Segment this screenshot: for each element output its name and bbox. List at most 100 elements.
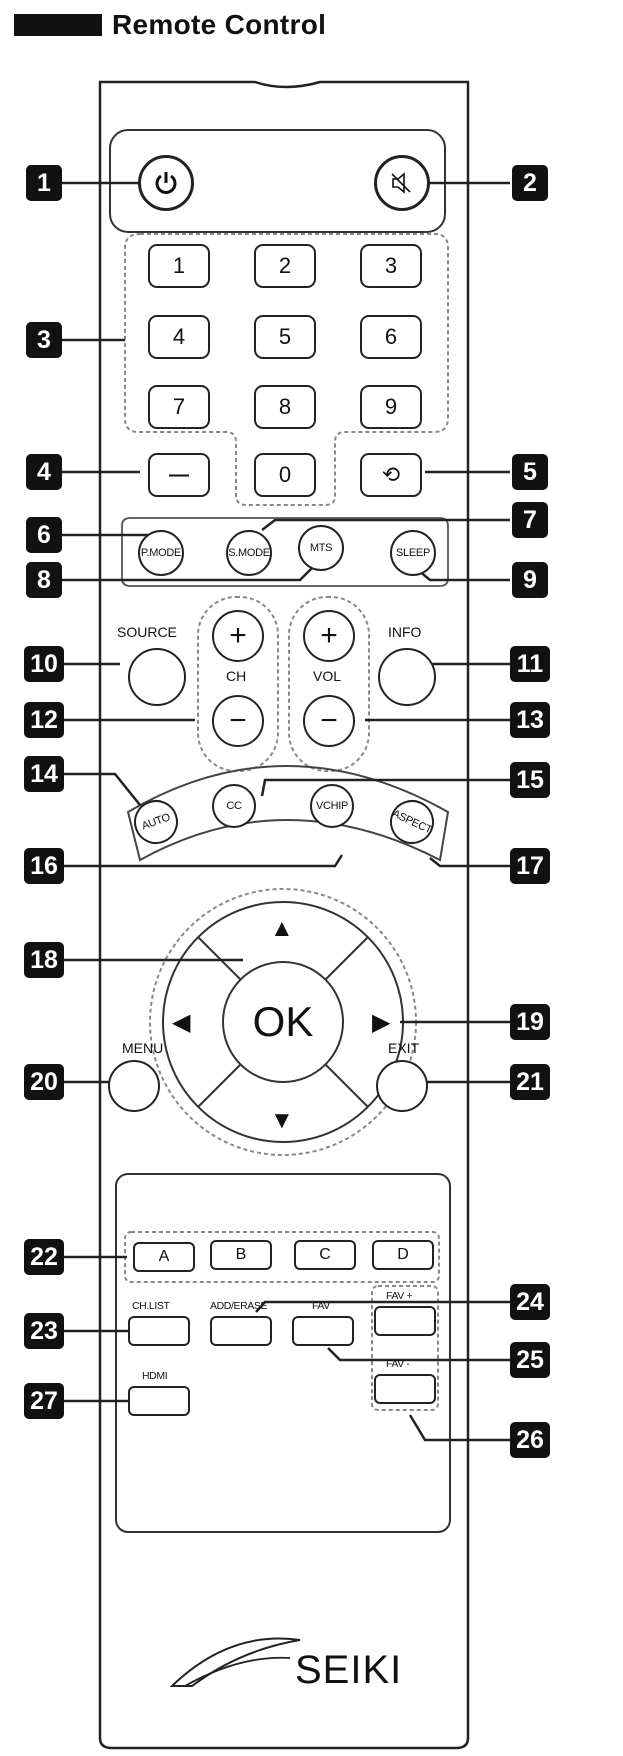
ch-label: CH — [226, 668, 247, 684]
callout-20: 20 — [24, 1064, 64, 1100]
cc-button[interactable]: CC — [212, 784, 256, 828]
callout-17: 17 — [510, 848, 550, 884]
numpad-outline — [124, 233, 449, 506]
bottom-panel — [115, 1173, 451, 1533]
exit-button[interactable] — [376, 1060, 428, 1112]
nav-divider-ne — [324, 936, 369, 981]
b-button[interactable]: B — [210, 1240, 272, 1270]
source-button[interactable] — [128, 648, 186, 706]
smode-button[interactable]: S.MODE — [226, 530, 272, 576]
callout-12: 12 — [24, 702, 64, 738]
title-text: Remote Control — [112, 9, 327, 40]
c-button[interactable]: C — [294, 1240, 356, 1270]
digit-9-button[interactable]: 9 — [360, 385, 422, 429]
down-arrow-icon[interactable]: ▼ — [270, 1107, 294, 1134]
pmode-button[interactable]: P.MODE — [138, 530, 184, 576]
fav-button[interactable] — [292, 1316, 354, 1346]
callout-7: 7 — [512, 502, 548, 538]
page-title: Remote Control — [14, 9, 327, 40]
callout-22: 22 — [24, 1239, 64, 1275]
ok-ring — [222, 961, 344, 1083]
vol-down-button[interactable]: − — [303, 695, 355, 747]
recall-icon: ⟲ — [381, 462, 401, 487]
vol-label: VOL — [313, 668, 342, 684]
title-bar — [14, 14, 102, 36]
info-button[interactable] — [378, 648, 436, 706]
digit-7-button[interactable]: 7 — [148, 385, 210, 429]
dash-button[interactable]: — — [148, 453, 210, 497]
mute-button[interactable] — [374, 155, 430, 211]
menu-label: MENU — [122, 1040, 164, 1056]
callout-2: 2 — [512, 165, 548, 201]
callout-19: 19 — [510, 1004, 550, 1040]
adderase-label: ADD/ERASE — [210, 1300, 268, 1312]
callout-8: 8 — [26, 562, 62, 598]
power-button[interactable] — [138, 155, 194, 211]
ch-down-button[interactable]: − — [212, 695, 264, 747]
digit-1-button[interactable]: 1 — [148, 244, 210, 288]
callout-1: 1 — [26, 165, 62, 201]
d-button[interactable]: D — [372, 1240, 434, 1270]
power-mute-panel — [109, 129, 446, 233]
digit-3-button[interactable]: 3 — [360, 244, 422, 288]
callout-9: 9 — [512, 562, 548, 598]
favminus-button[interactable] — [374, 1374, 436, 1404]
logo-swoosh — [169, 1637, 301, 1687]
logo-swoosh-inner — [184, 1656, 291, 1687]
function-band — [126, 765, 450, 862]
chlist-button[interactable] — [128, 1316, 190, 1346]
recall-button[interactable]: ⟲ — [360, 453, 422, 497]
vchip-button[interactable]: VCHIP — [310, 784, 354, 828]
digit-5-button[interactable]: 5 — [254, 315, 316, 359]
nav-divider-se — [324, 1063, 369, 1108]
digit-8-button[interactable]: 8 — [254, 385, 316, 429]
hdmi-button[interactable] — [128, 1386, 190, 1416]
sleep-button[interactable]: SLEEP — [390, 530, 436, 576]
up-arrow-icon[interactable]: ▲ — [270, 915, 294, 942]
ok-button[interactable]: OK — [252, 998, 314, 1045]
callout-18: 18 — [24, 942, 64, 978]
a-button[interactable]: A — [133, 1242, 195, 1272]
ch-up-button[interactable]: + — [212, 610, 264, 662]
adderase-button[interactable] — [210, 1316, 272, 1346]
callout-10: 10 — [24, 646, 64, 682]
favplus-button[interactable] — [374, 1306, 436, 1336]
left-arrow-icon[interactable]: ◀ — [172, 1009, 191, 1036]
favminus-label: FAV - — [386, 1358, 410, 1370]
callout-4: 4 — [26, 454, 62, 490]
digit-0-button[interactable]: 0 — [254, 453, 316, 497]
right-arrow-icon[interactable]: ▶ — [372, 1009, 391, 1036]
menu-button[interactable] — [108, 1060, 160, 1112]
digit-4-button[interactable]: 4 — [148, 315, 210, 359]
callout-24: 24 — [510, 1284, 550, 1320]
callout-25: 25 — [510, 1342, 550, 1378]
callout-16: 16 — [24, 848, 64, 884]
hdmi-label: HDMI — [142, 1370, 168, 1382]
vol-up-button[interactable]: + — [303, 610, 355, 662]
chlist-label: CH.LIST — [132, 1300, 170, 1312]
callout-21: 21 — [510, 1064, 550, 1100]
callout-6: 6 — [26, 517, 62, 553]
leader-lines — [62, 181, 510, 1442]
exit-label: EXIT — [388, 1040, 420, 1056]
mute-icon — [391, 172, 411, 194]
callout-3: 3 — [26, 322, 62, 358]
callout-11: 11 — [510, 646, 550, 682]
callout-23: 23 — [24, 1313, 64, 1349]
callout-14: 14 — [24, 756, 64, 792]
fav-outline — [371, 1285, 439, 1411]
callout-5: 5 — [512, 454, 548, 490]
brand-logo-text: SEIKI — [295, 1648, 403, 1692]
callout-26: 26 — [510, 1422, 550, 1458]
callout-15: 15 — [510, 762, 550, 798]
nav-divider-sw — [197, 1063, 242, 1108]
vol-outline — [288, 596, 370, 772]
digit-2-button[interactable]: 2 — [254, 244, 316, 288]
digit-6-button[interactable]: 6 — [360, 315, 422, 359]
power-icon — [155, 172, 177, 194]
mts-button[interactable]: MTS — [298, 525, 344, 571]
nav-divider-nw — [197, 936, 242, 981]
info-label: INFO — [388, 624, 422, 640]
fav-label: FAV — [312, 1300, 330, 1312]
ch-outline — [197, 596, 279, 772]
